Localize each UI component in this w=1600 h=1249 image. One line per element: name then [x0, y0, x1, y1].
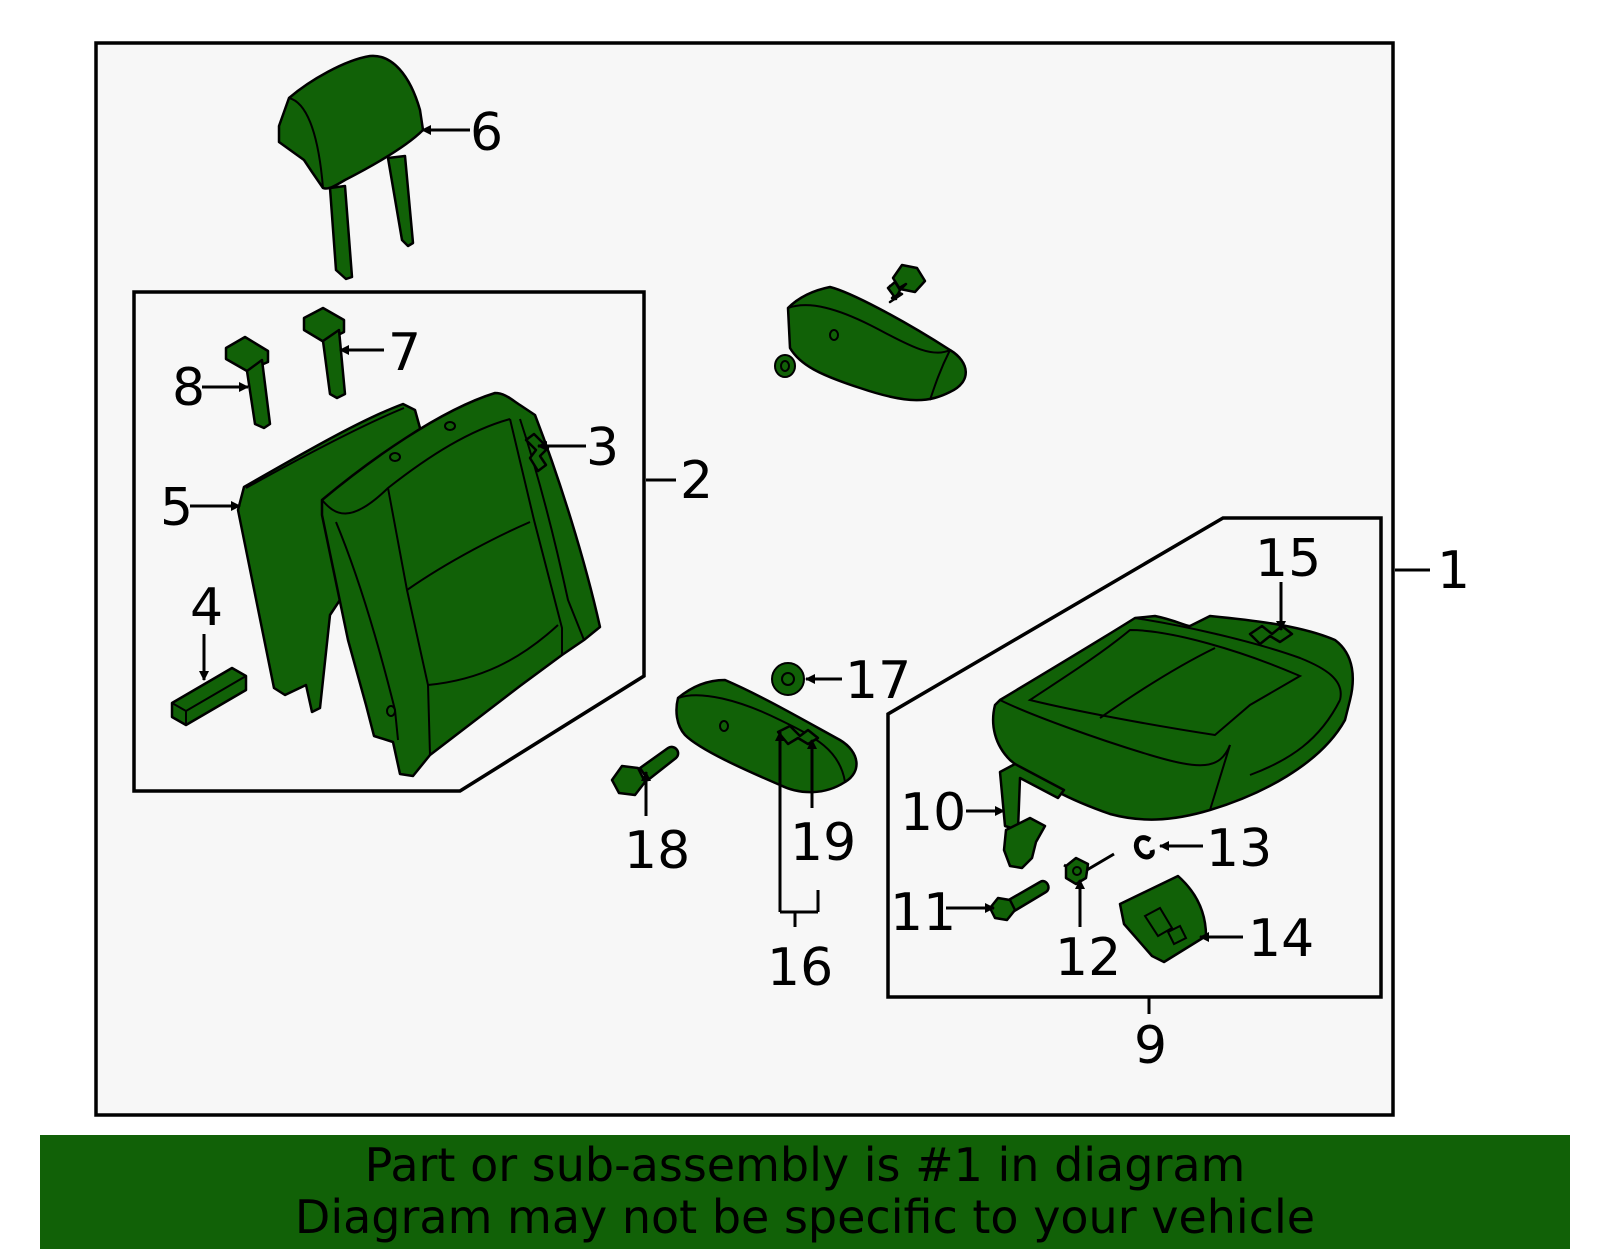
bolt-shaft-upper — [886, 280, 902, 301]
callout-5: 5 — [160, 478, 193, 538]
callout-7: 7 — [388, 323, 421, 383]
callout-11: 11 — [890, 883, 956, 943]
callout-10: 10 — [900, 783, 966, 843]
banner-line-2: Diagram may not be specific to your vehi… — [294, 1190, 1316, 1244]
cover-part-14 — [1118, 874, 1208, 964]
upper-armrest-part — [774, 263, 967, 402]
callout-3: 3 — [586, 418, 619, 478]
callout-2: 2 — [680, 451, 713, 511]
disclaimer-banner: Part or sub-assembly is #1 in diagram Di… — [40, 1135, 1570, 1249]
callout-4: 4 — [190, 578, 223, 638]
hook-part-10 — [998, 762, 1066, 870]
seat-back-part — [320, 391, 602, 778]
callout-18: 18 — [624, 821, 690, 881]
bolt-part-11 — [988, 879, 1050, 922]
callout-8: 8 — [172, 358, 205, 418]
washer-part-17 — [771, 662, 805, 696]
callout-6: 6 — [470, 103, 503, 163]
seatback-frame — [132, 290, 646, 793]
nut-part-12 — [1063, 852, 1115, 886]
callout-15: 15 — [1255, 529, 1321, 589]
bracket-part-4 — [170, 666, 248, 727]
callout-12: 12 — [1055, 928, 1121, 988]
callout-16: 16 — [767, 938, 833, 998]
cushion-frame — [886, 516, 1383, 999]
clip-part-13 — [1133, 835, 1155, 860]
callout-17: 17 — [845, 651, 911, 711]
callout-1: 1 — [1437, 541, 1470, 601]
callout-13: 13 — [1206, 819, 1272, 879]
guide-part-8 — [224, 335, 272, 430]
callout-14: 14 — [1248, 909, 1314, 969]
callout-9: 9 — [1134, 1016, 1167, 1076]
guide-part-7 — [302, 306, 347, 400]
banner-line-1: Part or sub-assembly is #1 in diagram — [364, 1138, 1246, 1192]
callout-19: 19 — [790, 813, 856, 873]
leader-16 — [778, 736, 820, 927]
